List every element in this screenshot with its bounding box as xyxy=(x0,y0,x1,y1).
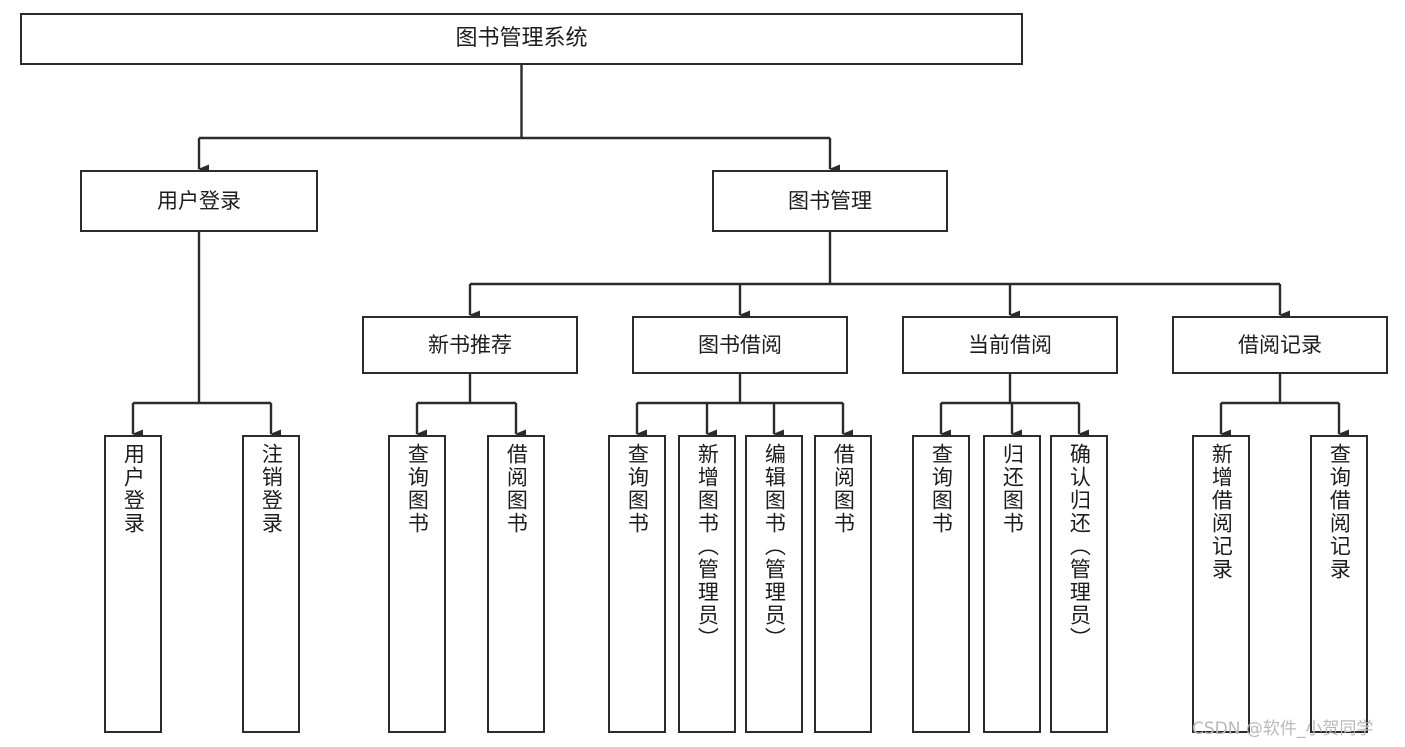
node-current-borrow[interactable]: 当前借阅 xyxy=(902,316,1118,374)
node-label: 借阅记录 xyxy=(1238,332,1322,357)
edges xyxy=(131,65,1349,439)
node-leaf-bb-add[interactable]: 新增图书（管理员） xyxy=(678,435,736,733)
node-label: 查询图书 xyxy=(625,443,650,535)
node-label: 借阅图书 xyxy=(831,443,856,535)
node-leaf-user-logout[interactable]: 注销登录 xyxy=(242,435,300,733)
node-label: 图书管理系统 xyxy=(455,26,588,52)
node-leaf-br-query[interactable]: 查询借阅记录 xyxy=(1310,435,1368,733)
node-label: 当前借阅 xyxy=(968,332,1052,357)
node-leaf-cb-confirm[interactable]: 确认归还（管理员） xyxy=(1050,435,1108,733)
node-leaf-cb-return[interactable]: 归还图书 xyxy=(983,435,1041,733)
node-label: 查询借阅记录 xyxy=(1327,443,1352,581)
node-label: 图书借阅 xyxy=(698,332,782,357)
node-book-borrow[interactable]: 图书借阅 xyxy=(632,316,848,374)
node-label: 用户登录 xyxy=(121,443,146,535)
node-leaf-br-add[interactable]: 新增借阅记录 xyxy=(1192,435,1250,733)
node-label: 新增借阅记录 xyxy=(1209,443,1234,581)
node-leaf-rec-borrow[interactable]: 借阅图书 xyxy=(487,435,545,733)
node-label: 确认归还（管理员） xyxy=(1067,443,1092,650)
node-root[interactable]: 图书管理系统 xyxy=(20,13,1023,65)
node-borrow-record[interactable]: 借阅记录 xyxy=(1172,316,1388,374)
node-label: 注销登录 xyxy=(259,443,284,535)
node-user-login[interactable]: 用户登录 xyxy=(80,170,318,232)
node-leaf-cb-query[interactable]: 查询图书 xyxy=(912,435,970,733)
node-leaf-bb-query[interactable]: 查询图书 xyxy=(608,435,666,733)
watermark-text: CSDN @软件_小贺同学 xyxy=(1192,719,1374,739)
node-label: 查询图书 xyxy=(929,443,954,535)
node-label: 编辑图书（管理员） xyxy=(762,443,787,650)
node-label: 新增图书（管理员） xyxy=(695,443,720,650)
node-label: 新书推荐 xyxy=(428,332,512,357)
node-new-book-rec[interactable]: 新书推荐 xyxy=(362,316,578,374)
node-label: 归还图书 xyxy=(1000,443,1025,535)
node-book-mgmt[interactable]: 图书管理 xyxy=(712,170,948,232)
node-leaf-rec-query[interactable]: 查询图书 xyxy=(388,435,446,733)
node-label: 查询图书 xyxy=(405,443,430,535)
node-leaf-bb-edit[interactable]: 编辑图书（管理员） xyxy=(745,435,803,733)
node-label: 借阅图书 xyxy=(504,443,529,535)
node-leaf-user-login[interactable]: 用户登录 xyxy=(104,435,162,733)
node-leaf-bb-borrow[interactable]: 借阅图书 xyxy=(814,435,872,733)
node-label: 用户登录 xyxy=(157,188,241,213)
node-label: 图书管理 xyxy=(788,188,872,213)
